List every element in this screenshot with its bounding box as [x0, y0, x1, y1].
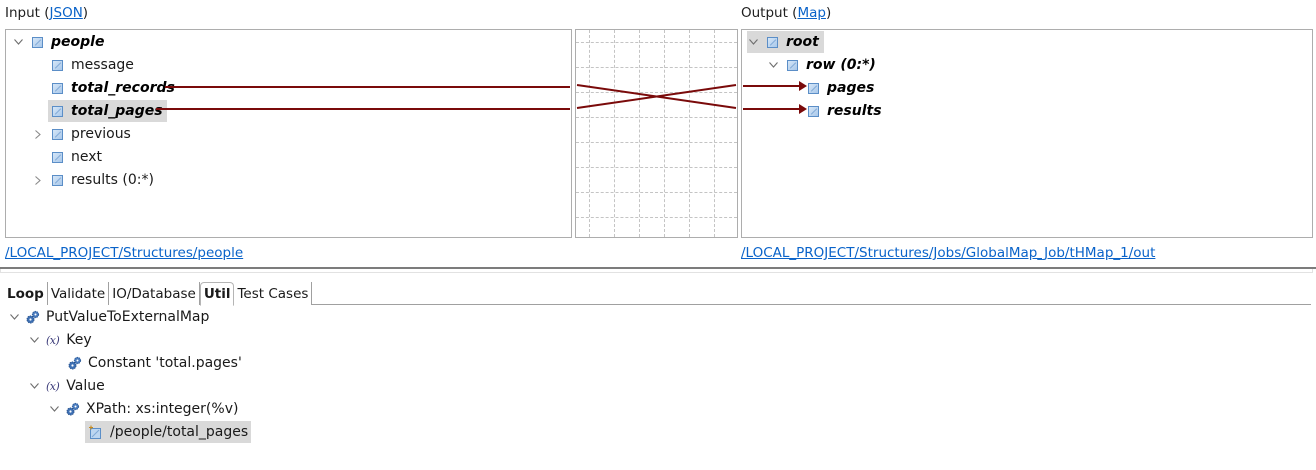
grid-line: [589, 30, 590, 237]
expr-item-constant[interactable]: Constant 'total.pages': [68, 352, 242, 374]
grid-line: [576, 67, 737, 68]
tab-validate[interactable]: Validate: [47, 282, 110, 305]
grid-line: [576, 42, 737, 43]
tree-item-label: people: [51, 34, 105, 50]
gear-icon: [26, 310, 40, 324]
tree-item-root[interactable]: root: [747, 31, 824, 53]
grid-line: [714, 30, 715, 237]
chevron-down-icon[interactable]: [48, 398, 60, 420]
element-icon: [767, 36, 778, 48]
tree-item-label: pages: [827, 80, 875, 96]
tree-item-people[interactable]: people: [12, 31, 104, 53]
element-icon: [787, 59, 798, 71]
output-type-link[interactable]: Map: [797, 5, 826, 21]
output-structure-path-link[interactable]: /LOCAL_PROJECT/Structures/Jobs/GlobalMap…: [741, 245, 1156, 261]
grid-line: [614, 30, 615, 237]
grid-line: [664, 30, 665, 237]
expr-item-put-value[interactable]: PutValueToExternalMap: [8, 306, 209, 328]
chevron-down-icon[interactable]: [8, 306, 20, 328]
grid-line: [576, 217, 737, 218]
chevron-down-icon[interactable]: [28, 375, 40, 397]
output-label: Output (Map): [741, 5, 831, 21]
chevron-down-icon[interactable]: [28, 329, 40, 351]
grid-line: [576, 142, 737, 143]
element-icon: [52, 59, 63, 71]
grid-line: [576, 117, 737, 118]
tree-item-label: next: [71, 149, 103, 165]
input-structure-tree[interactable]: people message total_records total_pages…: [5, 29, 572, 238]
variable-icon: (x): [46, 379, 60, 393]
input-label-suffix: ): [82, 5, 89, 21]
element-ref-icon: [89, 425, 101, 439]
grid-line: [576, 167, 737, 168]
element-icon: [52, 105, 63, 117]
expr-item-xpath[interactable]: XPath: xs:integer(%v): [48, 398, 238, 420]
gear-icon: [68, 356, 82, 370]
input-label: Input (JSON): [5, 5, 88, 21]
expr-item-label: Constant 'total.pages': [88, 355, 242, 371]
element-icon: [808, 105, 819, 117]
tree-item-label: results (0:*): [71, 172, 154, 188]
chevron-down-icon[interactable]: [747, 31, 759, 53]
expr-item-label: Value: [66, 378, 105, 394]
panel-sash-edge: [0, 269, 1313, 273]
input-structure-path-link[interactable]: /LOCAL_PROJECT/Structures/people: [5, 245, 244, 261]
tab-util[interactable]: Util: [199, 282, 235, 306]
tree-item-next[interactable]: next: [32, 146, 102, 168]
tab-test-cases[interactable]: Test Cases: [234, 282, 313, 305]
element-icon: [52, 82, 63, 94]
expr-item-key[interactable]: (x) Key: [28, 329, 92, 351]
tree-item-total-records[interactable]: total_records: [32, 77, 175, 99]
expr-item-label: Key: [66, 332, 92, 348]
tree-item-label: results: [827, 103, 882, 119]
element-icon: [52, 151, 63, 163]
mapping-canvas[interactable]: [575, 29, 738, 238]
tabbar-baseline: [5, 304, 1311, 305]
element-icon: [52, 128, 63, 140]
grid-line: [576, 192, 737, 193]
tree-item-results[interactable]: results (0:*): [32, 169, 154, 191]
tab-loop[interactable]: Loop: [5, 282, 48, 305]
chevron-right-icon[interactable]: [32, 123, 44, 145]
expr-item-label: /people/total_pages: [110, 424, 249, 440]
expr-item-label: PutValueToExternalMap: [46, 309, 210, 325]
expr-item-path-ref[interactable]: /people/total_pages: [85, 421, 252, 443]
gear-icon: [66, 402, 80, 416]
output-label-prefix: Output (: [741, 5, 798, 21]
input-type-link[interactable]: JSON: [49, 5, 83, 21]
panel-sash[interactable]: [0, 267, 1316, 269]
output-label-suffix: ): [825, 5, 832, 21]
tree-item-message[interactable]: message: [32, 54, 134, 76]
tree-item-label: root: [786, 34, 819, 50]
tree-item-results-out[interactable]: results: [808, 100, 882, 122]
tree-item-total-pages[interactable]: total_pages: [48, 100, 167, 122]
input-label-prefix: Input (: [5, 5, 50, 21]
expr-item-value[interactable]: (x) Value: [28, 375, 105, 397]
grid-line: [689, 30, 690, 237]
grid-line: [639, 30, 640, 237]
tree-item-row[interactable]: row (0:*): [767, 54, 876, 76]
output-structure-tree[interactable]: root row (0:*) pages results: [741, 29, 1313, 238]
tree-item-label: total_pages: [71, 103, 163, 119]
grid-line: [576, 92, 737, 93]
variable-icon: (x): [46, 333, 60, 347]
element-icon: [52, 174, 63, 186]
tree-item-pages[interactable]: pages: [808, 77, 874, 99]
element-icon: [32, 36, 43, 48]
chevron-down-icon[interactable]: [767, 54, 779, 76]
tree-item-previous[interactable]: previous: [32, 123, 131, 145]
tree-item-label: previous: [71, 126, 131, 142]
tree-item-label: total_records: [71, 80, 175, 96]
element-icon: [808, 82, 819, 94]
tab-io-database[interactable]: IO/Database: [109, 282, 200, 305]
tree-item-label: row (0:*): [806, 57, 876, 73]
tree-item-label: message: [71, 57, 134, 73]
chevron-down-icon[interactable]: [12, 31, 24, 53]
chevron-right-icon[interactable]: [32, 169, 44, 191]
function-tabs: Loop Validate IO/Database Util Test Case…: [5, 282, 313, 306]
expr-item-label: XPath: xs:integer(%v): [86, 401, 239, 417]
